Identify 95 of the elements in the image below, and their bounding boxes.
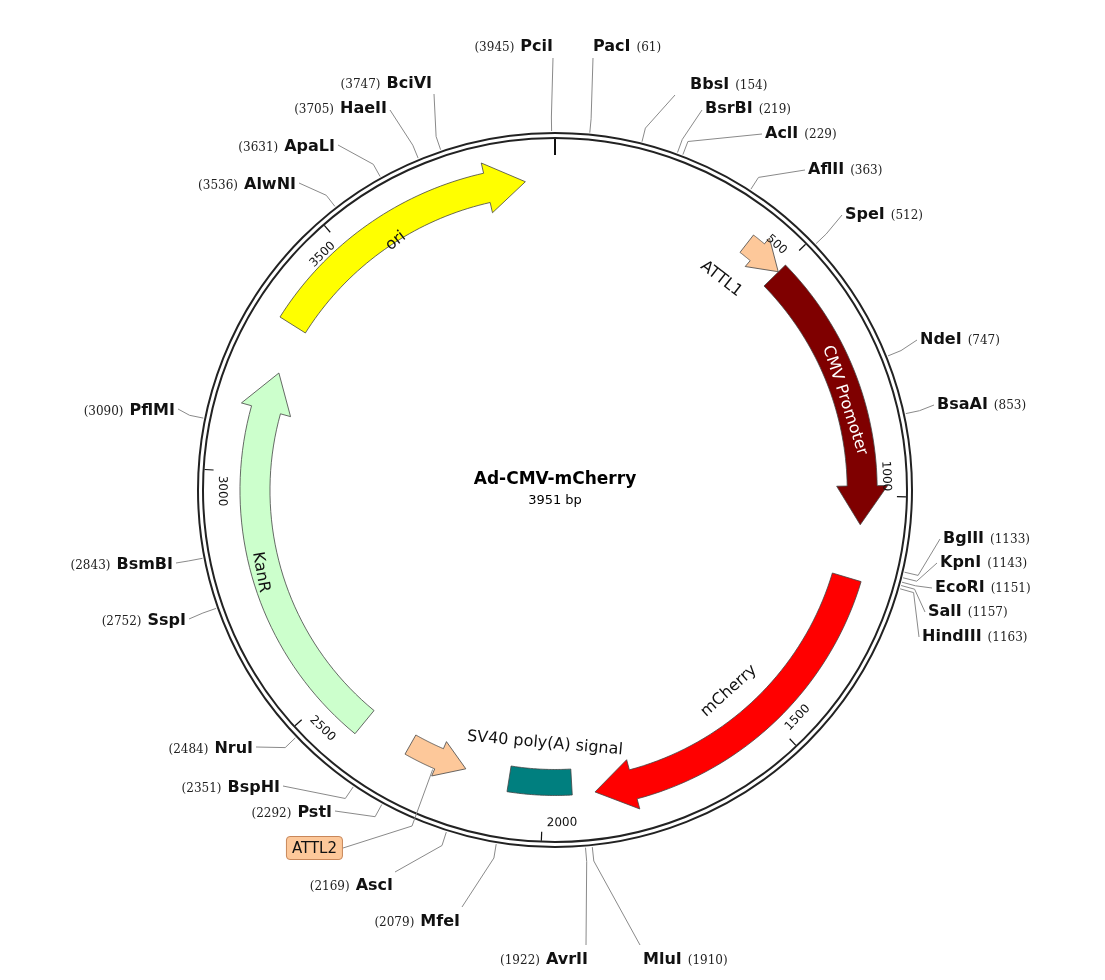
enzyme-name: PciI: [520, 35, 553, 55]
enzyme-name: PstI: [297, 801, 332, 821]
site-position: (2484): [168, 741, 209, 756]
site-position: (1143): [987, 555, 1028, 570]
leader-line: [905, 404, 935, 415]
enzyme-name: SalI: [928, 600, 962, 620]
site-position: (3705): [294, 101, 335, 116]
leader-line: [585, 847, 588, 946]
enzyme-name: BsrBI: [705, 97, 753, 117]
site-position: (1910): [687, 952, 728, 967]
site-position: (1133): [990, 531, 1030, 546]
enzyme-name: EcoRI: [935, 576, 985, 596]
site-position: (2079): [374, 914, 415, 929]
scale-label: 3000: [215, 475, 231, 507]
leader-line: [677, 109, 703, 153]
site-position: (512): [890, 207, 924, 222]
plasmid-name: Ad-CMV-mCherry: [473, 468, 637, 488]
enzyme-name: AflII: [808, 158, 845, 178]
enzyme-name: HindIII: [922, 625, 982, 645]
enzyme-name: SspI: [147, 609, 186, 629]
enzyme-name: MfeI: [420, 910, 460, 930]
leader-line: [815, 214, 843, 245]
leader-line: [461, 843, 497, 908]
site-position: (853): [993, 397, 1027, 412]
leader-line: [591, 846, 641, 946]
plasmid-size: 3951 bp: [528, 491, 582, 507]
leader-line: [899, 588, 920, 638]
site-position: (3945): [474, 39, 515, 54]
site-position: (3631): [238, 139, 279, 154]
site-position: (229): [804, 126, 837, 141]
leader-line: [887, 339, 918, 357]
site-position: (154): [735, 77, 768, 92]
leader-line: [900, 585, 926, 613]
site-position: (1151): [990, 580, 1031, 595]
leader-line: [902, 562, 938, 582]
enzyme-name: SpeI: [845, 203, 885, 223]
site-position: (2351): [181, 780, 222, 795]
enzyme-name: NdeI: [920, 328, 962, 348]
site-position: (1163): [987, 629, 1028, 644]
leader-line: [389, 109, 419, 159]
enzyme-name: BspHI: [227, 776, 280, 796]
enzyme-name: BbsI: [690, 73, 730, 93]
enzyme-name: NruI: [214, 737, 253, 757]
feature-label: KanR: [249, 550, 275, 594]
scale-label: 1000: [879, 460, 895, 492]
scale-label: 500: [764, 230, 791, 257]
leader-line: [904, 538, 941, 576]
enzyme-name: BsaAI: [937, 393, 988, 413]
leader-line: [342, 768, 434, 849]
leader-line: [433, 93, 442, 151]
enzyme-name: AclI: [765, 122, 799, 142]
site-position: (2169): [309, 878, 350, 893]
site-position: (3536): [198, 177, 238, 192]
feature-tag: ATTL2: [285, 836, 343, 860]
enzyme-name: ApaLI: [284, 135, 335, 155]
leader-line: [901, 581, 933, 589]
site-position: (1922): [500, 952, 540, 967]
enzyme-name: PflMI: [129, 399, 175, 419]
site-position: (61): [636, 39, 662, 54]
leader-line: [188, 607, 217, 620]
leader-line: [750, 169, 806, 190]
enzyme-name: BglII: [943, 527, 985, 547]
leader-line: [298, 182, 336, 207]
leader-line: [175, 557, 203, 564]
leader-line: [337, 144, 381, 177]
enzyme-name: BsmBI: [116, 553, 173, 573]
site-position: (363): [850, 162, 883, 177]
feature-label: ori: [380, 226, 410, 254]
feature-label: SV40 poly(A) signal: [466, 725, 624, 759]
leader-line: [255, 737, 296, 749]
leader-line: [282, 785, 354, 799]
enzyme-name: MluI: [643, 948, 682, 968]
site-position: (219): [758, 101, 792, 116]
site-position: (3747): [340, 76, 381, 91]
site-position: (1157): [967, 604, 1008, 619]
enzyme-name: AscI: [355, 874, 393, 894]
leader-line: [550, 57, 554, 132]
site-position: (2752): [101, 613, 142, 628]
site-position: (3090): [83, 403, 124, 418]
leader-line: [177, 408, 204, 419]
enzyme-name: BciVI: [386, 72, 432, 92]
site-position: (2292): [251, 805, 292, 820]
enzyme-name: KpnI: [940, 551, 982, 571]
leader-line: [641, 94, 676, 143]
leader-line: [589, 57, 594, 134]
enzyme-name: PacI: [593, 35, 631, 55]
enzyme-name: HaeII: [340, 97, 387, 117]
site-position: (747): [967, 332, 1000, 347]
leader-line: [334, 804, 383, 818]
site-position: (2843): [70, 557, 111, 572]
leader-line: [682, 133, 763, 156]
enzyme-name: AvrII: [545, 948, 588, 968]
enzyme-name: AlwNI: [244, 173, 296, 193]
leader-line: [394, 831, 447, 873]
scale-label: 2000: [546, 814, 578, 830]
